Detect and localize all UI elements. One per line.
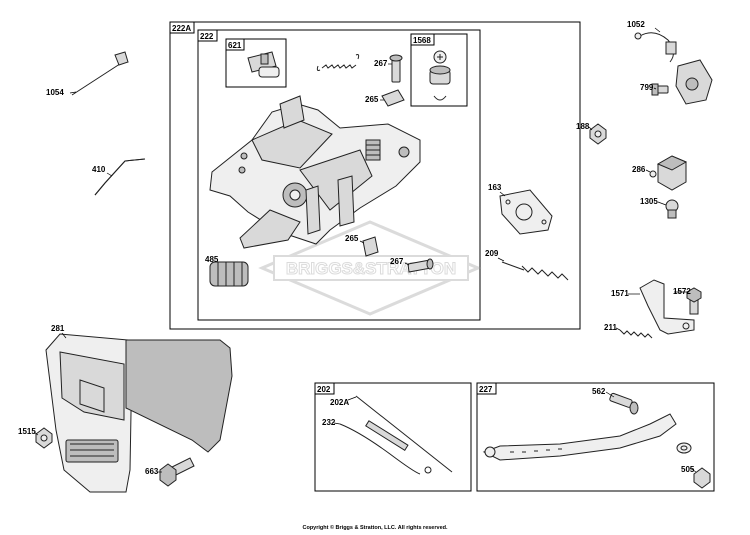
part-621-clip (247, 51, 280, 78)
label-281: 281 (51, 324, 65, 333)
frame-227-tag (476, 382, 497, 395)
frame-222 (197, 29, 481, 321)
label-211: 211 (604, 323, 617, 332)
label-1052: 1052 (627, 20, 645, 29)
part-1572-screw (686, 287, 702, 315)
part-202-cable (339, 395, 453, 475)
label-209: 209 (485, 249, 499, 258)
label-265-lower: 265 (345, 234, 359, 243)
part-188-nut (589, 123, 607, 145)
label-1572: 1572 (673, 287, 691, 296)
label-222A: 222A (172, 24, 191, 33)
label-663: 663 (145, 467, 159, 476)
frame-202-tag (314, 382, 335, 395)
part-286-cube (649, 155, 688, 191)
part-265-bracket-lower (362, 236, 379, 257)
part-227-lever (482, 392, 677, 461)
label-267-lower: 267 (390, 257, 404, 266)
part-1515-nut (35, 427, 53, 449)
label-286: 286 (632, 165, 646, 174)
label-1305: 1305 (640, 197, 658, 206)
label-163: 163 (488, 183, 502, 192)
copyright-footer: Copyright © Briggs & Stratton, LLC. All … (302, 525, 448, 531)
label-227: 227 (479, 385, 493, 394)
part-163-gasket (499, 189, 553, 235)
label-1571: 1571 (611, 289, 629, 298)
part-211-spring (619, 329, 653, 339)
label-505: 505 (681, 465, 695, 474)
label-202: 202 (317, 385, 331, 394)
frame-1568 (410, 33, 468, 107)
frame-227 (476, 382, 715, 492)
frame-222-tag (197, 29, 218, 42)
label-1568: 1568 (413, 36, 431, 45)
part-799-screw (651, 83, 669, 96)
frame-222A (169, 21, 581, 330)
part-267-screw-upper (389, 54, 403, 83)
label-799: 799 (640, 83, 654, 92)
label-1054: 1054 (46, 88, 64, 97)
part-1052-solenoid (634, 32, 713, 105)
label-562: 562 (592, 387, 606, 396)
label-222: 222 (200, 32, 214, 41)
brand-watermark: BRIGGS&STRATTON (258, 220, 482, 316)
label-188: 188 (576, 122, 590, 131)
label-485: 485 (205, 255, 219, 264)
part-267-screw-lower (407, 258, 434, 273)
part-1571-bracket (639, 279, 695, 335)
leader-lines (33, 27, 697, 473)
part-485-block (209, 261, 249, 287)
part-spring-top (316, 54, 360, 71)
label-202A: 202A (330, 398, 349, 407)
label-621: 621 (228, 41, 242, 50)
part-505-nut (676, 442, 711, 489)
frame-202 (314, 382, 472, 492)
part-1054-cable-tie (71, 51, 129, 96)
part-1305-screw (665, 199, 679, 219)
part-1568-knob (429, 50, 451, 101)
part-663-bolt (159, 457, 195, 487)
label-265-upper: 265 (365, 95, 379, 104)
part-410-link (94, 158, 146, 196)
label-410: 410 (92, 165, 106, 174)
part-265-bracket-upper (381, 89, 405, 107)
frame-1568-tag (410, 33, 435, 46)
frame-621-tag (225, 38, 245, 51)
frame-222A-tag (169, 21, 195, 34)
label-267-upper: 267 (374, 59, 388, 68)
label-1515: 1515 (18, 427, 36, 436)
frame-621 (225, 38, 287, 88)
part-222-governor-plate (209, 95, 421, 249)
label-232: 232 (322, 418, 336, 427)
part-281-cover (45, 333, 233, 493)
part-209-spring (501, 261, 569, 281)
